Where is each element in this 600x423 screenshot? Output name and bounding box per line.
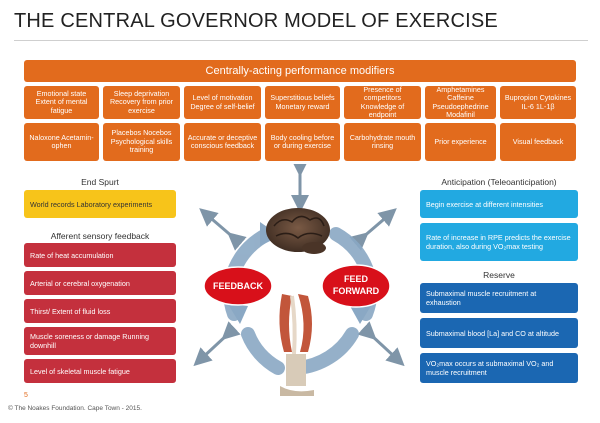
lower-right-arrow	[357, 321, 405, 367]
leg-muscle-icon	[279, 294, 314, 396]
reserve-heading: Reserve	[483, 270, 515, 280]
feedback-label: FEEDBACK	[213, 281, 264, 291]
modifier-box: Carbohydrate mouth rinsing	[344, 123, 421, 161]
brain-icon	[266, 208, 330, 254]
modifier-box: Prior experience	[425, 123, 496, 161]
cycle-arrow-bottom-left	[241, 327, 285, 375]
end-spurt-heading: End Spurt	[81, 177, 119, 187]
upper-right-arrow	[349, 208, 397, 251]
modifier-box: Naloxone Acetamin-ophen	[24, 123, 99, 161]
connector-arrows	[193, 164, 405, 367]
afferent-item: Level of skeletal muscle fatigue	[24, 359, 176, 383]
feedback-badge: FEEDBACK	[203, 266, 273, 306]
afferent-heading: Afferent sensory feedback	[50, 231, 150, 241]
reserve-item: Submaximal blood [La] and CO at altitude	[420, 318, 578, 348]
reserve-item: Submaximal muscle recruitment at exhaust…	[420, 283, 578, 313]
title-divider	[14, 40, 588, 41]
modifiers-banner: Centrally-acting performance modifiers	[24, 60, 576, 82]
afferent-item: Rate of heat accumulation	[24, 243, 176, 267]
afferent-item: Muscle soreness or damage Running downhi…	[24, 327, 176, 355]
modifier-box: Accurate or deceptive conscious feedback	[184, 123, 261, 161]
modifier-box: Presence of competitors Knowledge of end…	[344, 85, 421, 119]
afferent-item: Thirst/ Extent of fluid loss	[24, 299, 176, 323]
modifier-box: Sleep deprivation Recovery from prior ex…	[103, 86, 180, 119]
feedforward-label-line1: FEED	[344, 274, 369, 284]
modifier-box: Superstitious beliefs Monetary reward	[265, 86, 340, 119]
modifier-box: Level of motivation Degree of self-belie…	[184, 86, 261, 119]
lower-left-arrow	[193, 321, 241, 367]
afferent-item: Arterial or cerebral oxygenation	[24, 271, 176, 295]
central-governor-graphic: FEEDBACK FEED FORWARD	[193, 164, 405, 396]
anticipation-heading: Anticipation (Teleoanticipation)	[441, 177, 557, 187]
modifier-box: Body cooling before or during exercise	[265, 123, 340, 161]
anticipation-item: Begin exercise at different intensities	[420, 190, 578, 218]
reserve-item: VO₂max occurs at submaximal VO₂ and musc…	[420, 353, 578, 383]
page-title: THE CENTRAL GOVERNOR MODEL OF EXERCISE	[14, 10, 498, 32]
modifier-box: Amphetamines Caffeine Pseudoephedrine Mo…	[425, 85, 496, 119]
page-number: 5	[24, 392, 28, 399]
modifier-box: Emotional state Extent of mental fatigue	[24, 86, 99, 119]
feedforward-label-line2: FORWARD	[333, 286, 380, 296]
modifier-box: Visual feedback	[500, 123, 576, 161]
footer-copyright: © The Noakes Foundation. Cape Town - 201…	[8, 405, 142, 412]
modifier-box: Bupropion Cytokines IL-6 1L-1β	[500, 86, 576, 119]
end-spurt-box: World records Laboratory experiments	[24, 190, 176, 218]
feedforward-badge: FEED FORWARD	[321, 264, 391, 308]
anticipation-item: Rate of increase in RPE predicts the exe…	[420, 223, 578, 261]
upper-left-arrow	[199, 208, 247, 251]
modifier-box: Placebos Nocebos Psychological skills tr…	[103, 123, 180, 161]
